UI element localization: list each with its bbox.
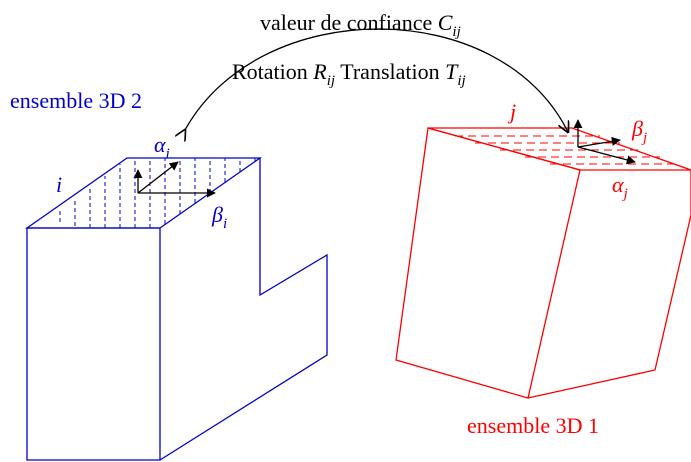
- left-front-face: [26, 227, 161, 461]
- left-face-label: i: [56, 172, 62, 197]
- confidence-label: valeur de confiance Cij: [260, 10, 461, 40]
- right-alpha-label: αj: [612, 172, 628, 202]
- right-front-face: [395, 127, 581, 399]
- right-frame-arrows: [573, 119, 636, 165]
- left-side-face: [159, 158, 328, 461]
- right-block: [395, 127, 691, 399]
- left-block: [24, 157, 328, 461]
- right-beta-label: βj: [631, 116, 647, 146]
- correspondence-arrow: [185, 28, 568, 132]
- right-face-label: j: [507, 99, 516, 124]
- right-set-label: ensemble 3D 1: [467, 413, 599, 438]
- left-alpha-label: αi: [154, 132, 170, 162]
- right-side-face: [527, 170, 691, 399]
- transform-label: Rotation Rij Translation Tij: [232, 59, 466, 89]
- left-beta-label: βi: [211, 202, 227, 232]
- left-set-label: ensemble 3D 2: [10, 88, 142, 113]
- left-frame-arrows: [133, 161, 216, 198]
